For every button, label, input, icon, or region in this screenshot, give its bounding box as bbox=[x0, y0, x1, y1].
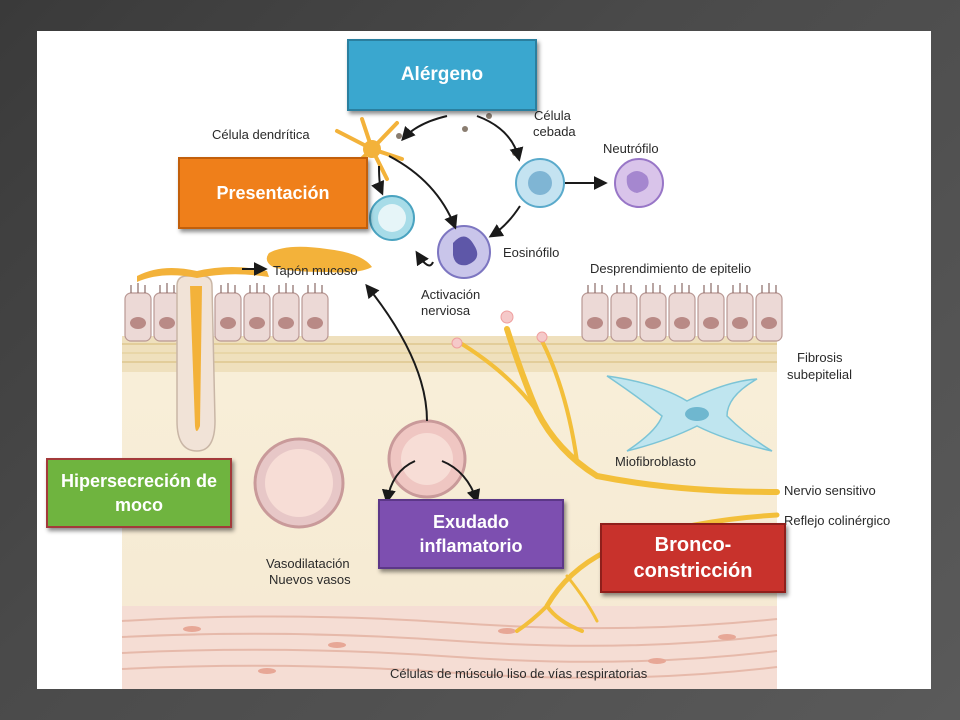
label-celula-cebada-1: Célula bbox=[534, 108, 571, 123]
label-desprendimiento: Desprendimiento de epitelio bbox=[590, 261, 752, 276]
epithelial-cell bbox=[726, 283, 754, 342]
flow-arrows bbox=[242, 115, 608, 504]
label-activacion-2: nerviosa bbox=[421, 303, 471, 318]
epithelial-cell bbox=[153, 283, 181, 342]
nerve-spark-icons bbox=[451, 310, 548, 349]
blood-vessel-icon bbox=[253, 437, 345, 529]
label-eosinofilo: Eosinófilo bbox=[503, 245, 560, 260]
label-miofibroblasto: Miofibroblasto bbox=[615, 454, 696, 469]
label-musculo-liso: Células de músculo liso de vías respirat… bbox=[390, 666, 648, 681]
label-celula-dendritica: Célula dendrítica bbox=[212, 127, 310, 142]
mucus-plug bbox=[266, 246, 372, 273]
label-activacion-1: Activación bbox=[421, 287, 481, 302]
epithelial-cell bbox=[214, 283, 242, 342]
mucous-gland bbox=[137, 267, 269, 452]
allergen-particles bbox=[396, 113, 518, 156]
alergeno-text: Alérgeno bbox=[400, 64, 484, 85]
exudate-vessel-icon bbox=[387, 419, 467, 499]
label-vasodilatacion-2: Nuevos vasos bbox=[269, 572, 351, 587]
epithelial-cell bbox=[243, 283, 271, 342]
bronco-box: Bronco-constricción bbox=[600, 523, 786, 593]
epithelial-cell bbox=[124, 283, 152, 342]
fibrosis-band bbox=[122, 336, 777, 372]
epithelial-cell bbox=[301, 283, 329, 342]
presentacion-box: Presentación bbox=[178, 157, 368, 229]
neutrophil-icon bbox=[614, 158, 664, 208]
label-fibrosis-2: subepitelial bbox=[787, 367, 853, 382]
sensory-nerve bbox=[455, 326, 780, 633]
lymphocyte-icon bbox=[369, 195, 415, 241]
label-reflejo-colinergico: Reflejo colinérgico bbox=[784, 513, 891, 528]
epithelial-cell bbox=[581, 283, 609, 342]
epithelial-cell bbox=[610, 283, 638, 342]
label-fibrosis-1: Fibrosis bbox=[797, 350, 843, 365]
alergeno-box: Alérgeno bbox=[347, 39, 537, 111]
epithelial-cell bbox=[755, 283, 783, 342]
exudado-text: Exudado inflamatorio bbox=[419, 512, 523, 556]
epithelium-right bbox=[581, 283, 783, 342]
label-neutrofilo: Neutrófilo bbox=[603, 141, 659, 156]
label-tapon-mucoso: Tapón mucoso bbox=[273, 263, 358, 278]
epithelium-left bbox=[124, 283, 329, 342]
epithelial-cell bbox=[668, 283, 696, 342]
hipersecrecion-box: Hipersecreción de moco bbox=[46, 458, 232, 528]
epithelial-cell bbox=[697, 283, 725, 342]
mast-cell-icon bbox=[515, 158, 565, 208]
slide: Célula dendrítica Célula cebada Neutrófi… bbox=[37, 31, 931, 689]
smooth-muscle-layer bbox=[121, 606, 778, 689]
label-celula-cebada-2: cebada bbox=[533, 124, 576, 139]
epithelial-cell bbox=[272, 283, 300, 342]
epithelial-cell bbox=[639, 283, 667, 342]
presentacion-text: Presentación bbox=[216, 182, 330, 203]
asthma-pathophysiology-diagram bbox=[121, 113, 783, 689]
label-nervio-sensitivo: Nervio sensitivo bbox=[784, 483, 876, 498]
hipersecrecion-text: Hipersecreción de moco bbox=[60, 471, 218, 515]
label-vasodilatacion-1: Vasodilatación bbox=[266, 556, 350, 571]
eosinophil-icon bbox=[437, 225, 491, 279]
bronco-text: Bronco-constricción bbox=[633, 534, 753, 582]
exudado-box: Exudado inflamatorio bbox=[378, 499, 564, 569]
